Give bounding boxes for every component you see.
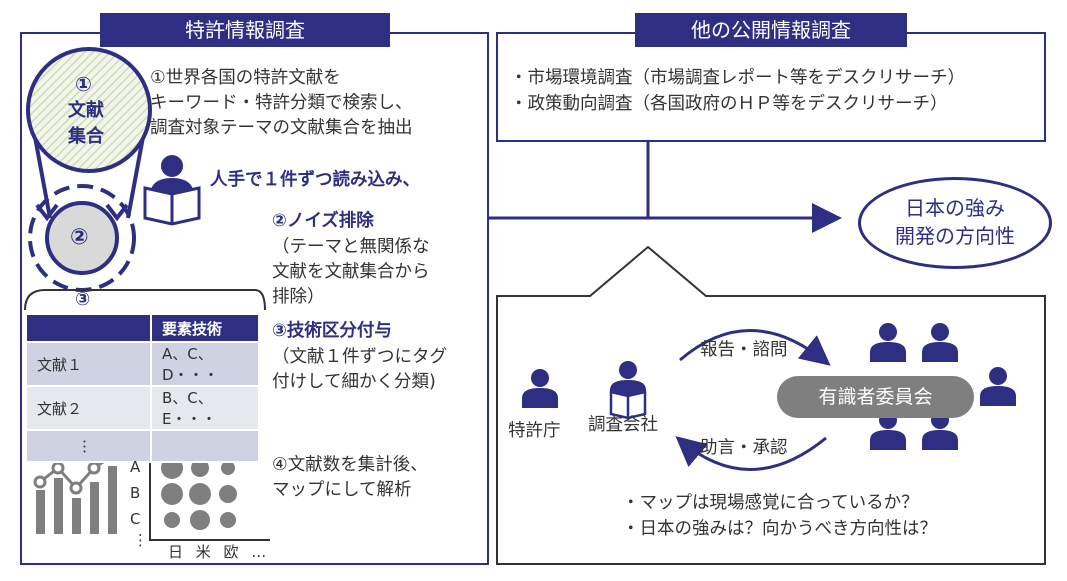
table-cell (150, 429, 260, 463)
reader-person-icon (143, 155, 201, 226)
map-bubble (189, 483, 211, 505)
bubble-map (161, 457, 237, 530)
table-cell: 文献２ (25, 385, 152, 431)
table-header-cell: 要素技術 (150, 313, 260, 343)
reading-text: 人手で１件ずつ読み込み、 (210, 170, 420, 190)
map-row-label: A (130, 458, 141, 476)
arrow-head-right (105, 203, 129, 222)
map-bubble (190, 510, 210, 530)
map-row-label: B (130, 484, 141, 502)
step1-line2: キーワード・特許分類で検索し、 (150, 93, 413, 113)
company-label: 調査会社 (588, 415, 658, 435)
noise-circle-label: ② (70, 225, 89, 250)
goal-line-1: 日本の強み (905, 196, 1005, 220)
map-bubble (219, 485, 237, 503)
step2-title: ②ノイズ排除 (272, 211, 374, 231)
bubble-map-axes (149, 452, 270, 541)
expert-person-icon (980, 367, 1016, 406)
expert-person-icon (870, 323, 906, 362)
document-set-number: ① (75, 72, 92, 96)
step2-body-2: 文献を文献集合から (272, 262, 430, 282)
map-row-label: C (130, 510, 141, 528)
committee-panel-frame (496, 245, 1046, 565)
jpo-label: 特許庁 (508, 421, 561, 441)
table-header-cell (25, 313, 152, 343)
brace-label: ③ (75, 289, 91, 310)
classification-brace (24, 289, 266, 311)
map-column-labels: 日 米 欧 … (168, 543, 271, 561)
step1-line3: 調査対象テーマの文献集合を抽出 (150, 118, 413, 138)
jpo-person-icon (522, 369, 558, 408)
step3-body-1: （文献１件ずつにタグ (272, 347, 447, 367)
table-cell: ︙ (25, 429, 152, 463)
document-set-circle (26, 47, 152, 173)
advice-arc (675, 436, 827, 471)
report-label: 報告・諮問 (700, 340, 788, 360)
table-row: 文献２ B、C、E・・・ (25, 385, 260, 431)
experts-committee-pill: 有識者委員会 (777, 376, 974, 418)
table-cell: B、C、E・・・ (150, 385, 260, 431)
table-cell: A、C、D・・・ (150, 341, 260, 387)
document-set-label-1: 文献 (68, 100, 104, 121)
trend-chart-icon (33, 449, 119, 534)
map-bubble (164, 512, 180, 528)
step2-body-3: 排除） (272, 287, 325, 307)
step2-body-1: （テーマと無関係な (272, 237, 430, 257)
table-cell: 文献１ (25, 341, 152, 387)
advice-label: 助言・承認 (700, 438, 788, 458)
map-bubble (161, 457, 183, 479)
goal-line-2: 開発の方向性 (895, 224, 1015, 248)
public-header: 他の公開情報調査 (635, 13, 907, 47)
map-bubble (221, 461, 235, 475)
public-item-2: ・政策動向調査（各国政府のＨＰ等をデスクリサーチ） (510, 94, 948, 114)
map-row-label: ⋮ (133, 531, 148, 549)
map-bubble (161, 483, 183, 505)
table-header-row: 要素技術 (25, 313, 260, 343)
committee-question-1: ・マップは現場感覚に合っているか？ (622, 493, 919, 513)
step4-line1: ④文献数を集計後、 (272, 455, 428, 475)
step3-title: ③技術区分付与 (272, 321, 392, 341)
step4-line2: マップにして解析 (272, 480, 412, 500)
step3-body-2: 付けして細かく分類) (272, 372, 436, 392)
table-row: 文献１ A、C、D・・・ (25, 341, 260, 387)
table-row: ︙ (25, 429, 260, 463)
arrow-head-left (35, 203, 59, 222)
goal-ellipse: 日本の強み 開発の方向性 (858, 177, 1052, 269)
company-book-icon (609, 390, 647, 420)
report-arc (679, 329, 831, 366)
map-bubble (220, 512, 236, 528)
document-set-label-2: 集合 (68, 126, 104, 147)
committee-question-2: ・日本の強みは？向かうべき方向性は？ (622, 519, 937, 539)
expert-person-icon (922, 323, 958, 362)
step1-line1: ①世界各国の特許文献を (150, 68, 341, 88)
noise-circle (45, 201, 119, 275)
classification-table: 要素技術 文献１ A、C、D・・・ 文献２ B、C、E・・・ ︙ (25, 313, 260, 463)
public-item-1: ・市場環境調査（市場調査レポート等をデスクリサーチ） (510, 68, 965, 88)
patent-header: 特許情報調査 (100, 13, 390, 47)
map-bubble (191, 459, 209, 477)
